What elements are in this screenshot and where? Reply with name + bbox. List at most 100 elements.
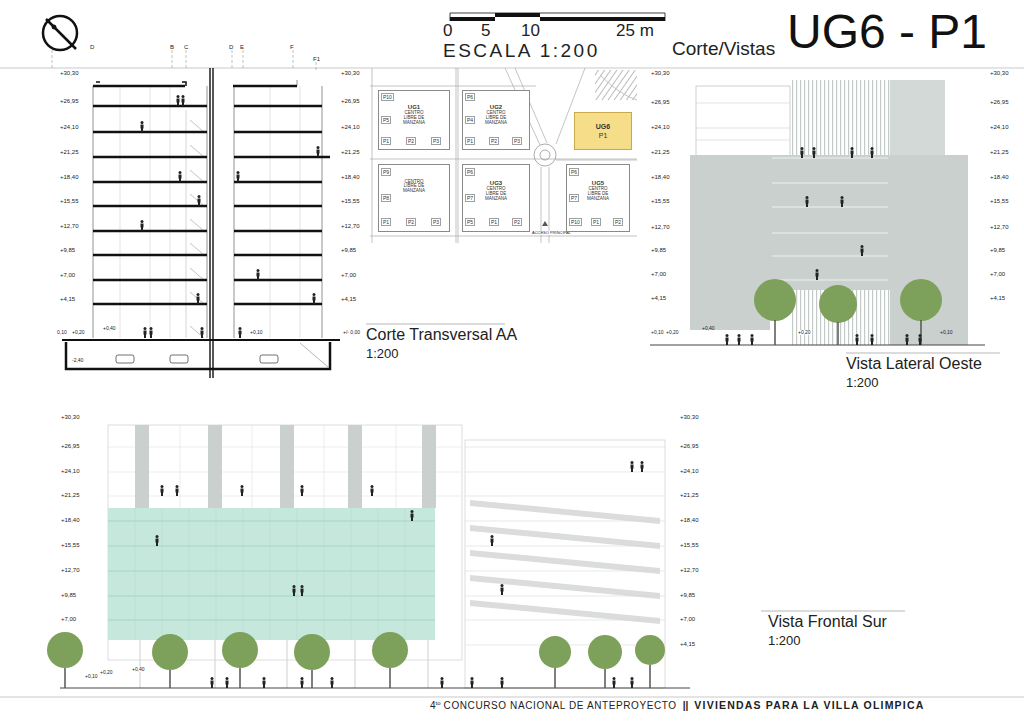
- lot-box: P1: [591, 218, 601, 226]
- block-text: UG3CENTRO LIBRE DE MANZANA: [481, 180, 510, 203]
- section-drawing: [260, 355, 278, 363]
- level-mark: +18,40: [680, 517, 699, 523]
- block-name: UG5: [584, 180, 611, 187]
- block-text: UG5CENTRO LIBRE DE MANZANA: [584, 180, 611, 203]
- section-drawing: [93, 86, 207, 304]
- west-elevation: [841, 196, 844, 207]
- level-mark: +21,25: [651, 149, 670, 155]
- level-mark: +24,10: [341, 124, 360, 130]
- west-elevation: [819, 285, 857, 323]
- lot-label: P2: [408, 219, 414, 225]
- lot-label: P1: [491, 219, 497, 225]
- north-arrow: [46, 19, 76, 49]
- view-title: Corte Transversal AA: [366, 327, 517, 343]
- level-mark: +24,10: [60, 124, 79, 130]
- scale-text: ESCALA 1:200: [443, 41, 600, 60]
- lot-box: P5: [465, 218, 475, 226]
- level-mark: -2,40: [72, 358, 83, 363]
- lot-box: P6: [569, 168, 579, 176]
- lot-label: P2: [408, 138, 414, 144]
- level-mark: +15,55: [341, 198, 360, 204]
- west-elevation: [890, 155, 968, 345]
- block-name: CENTRO LIBRE DE MANZANA: [399, 180, 430, 195]
- south-elevation: [539, 636, 571, 668]
- section-drawing: [144, 327, 147, 338]
- lot-label: P2: [514, 219, 520, 225]
- west-elevation: [919, 334, 922, 345]
- section-drawing: [116, 355, 278, 363]
- level-mark: +7,00: [60, 272, 75, 278]
- south-elevation: [135, 508, 405, 640]
- lot-box: P10: [381, 93, 394, 101]
- south-elevation: [470, 500, 660, 624]
- view-scale: 1:200: [768, 634, 801, 647]
- scale-bar: [540, 17, 665, 21]
- section-drawing: [150, 327, 153, 338]
- level-mark: +0,20: [666, 330, 679, 335]
- level-mark: +7,00: [990, 271, 1005, 277]
- lot-label: P1: [467, 138, 473, 144]
- axis-letter: F1: [313, 56, 320, 62]
- south-elevation: [65, 665, 650, 688]
- west-elevation: [754, 279, 796, 321]
- block-box: UG1CENTRO LIBRE DE MANZANAP10P5P1P2P3: [378, 90, 450, 150]
- level-mark: +26,95: [341, 98, 360, 104]
- section-drawing: [52, 50, 316, 70]
- sheet-frame: [0, 697, 1024, 698]
- view-title: Vista Lateral Oeste: [846, 356, 982, 372]
- level-mark: 0,10: [57, 330, 67, 335]
- block-box: UG2CENTRO LIBRE DE MANZANAP6P4P1P2P3: [462, 90, 530, 150]
- scale-bar: [495, 13, 540, 17]
- level-mark: +12,70: [680, 567, 699, 573]
- level-mark: +0,20: [99, 670, 114, 675]
- south-elevation: [108, 425, 462, 508]
- lot-label: P7: [571, 195, 577, 201]
- level-mark: +9,85: [61, 592, 76, 598]
- west-elevation: [856, 334, 859, 345]
- lot-box: P4: [465, 116, 475, 124]
- south-elevation: [226, 677, 229, 688]
- level-mark: +24,10: [680, 468, 699, 474]
- footer-text: to: [436, 700, 441, 706]
- level-mark: +21,25: [341, 149, 360, 155]
- west-elevation: [801, 147, 804, 158]
- footer: 4toCONCURSO NACIONAL DE ANTEPROYECTO||VI…: [430, 700, 925, 711]
- sheet-frame: [0, 68, 1024, 697]
- west-elevation: [726, 334, 729, 345]
- block-box: UG5CENTRO LIBRE DE MANZANAP6P7P10P1P2: [566, 164, 630, 232]
- level-mark: +21,25: [680, 492, 699, 498]
- level-mark: +12,70: [990, 224, 1009, 230]
- lot-label: P6: [467, 94, 473, 100]
- level-mark: +0,10: [250, 330, 263, 335]
- lot-box: P7: [569, 194, 579, 202]
- west-elevation: [806, 196, 809, 207]
- scale-number: 5: [481, 22, 490, 39]
- south-elevation: [348, 425, 362, 508]
- level-mark: +30,30: [680, 414, 699, 420]
- level-mark: +9,85: [60, 247, 75, 253]
- section-drawing: [198, 195, 201, 206]
- west-elevation: [696, 103, 790, 140]
- section-drawing: [257, 269, 260, 280]
- south-elevation: [501, 677, 504, 688]
- lot-box: P10: [569, 218, 582, 226]
- south-elevation: [470, 500, 660, 524]
- level-mark: +0,10: [651, 330, 664, 335]
- level-mark: +26,95: [61, 443, 80, 449]
- site-plan: [542, 221, 548, 226]
- level-mark: +4,15: [651, 295, 666, 301]
- level-mark: +24,10: [651, 124, 670, 130]
- south-elevation: [501, 584, 504, 595]
- level-mark: +18,40: [651, 174, 670, 180]
- level-mark: +15,55: [990, 198, 1009, 204]
- footer-text: VIVIENDAS PARA LA VILLA OLIMPICA: [694, 700, 924, 711]
- level-mark: +0,40: [131, 667, 146, 672]
- lot-box: P8: [381, 194, 391, 202]
- block-note: CENTRO LIBRE DE MANZANA: [481, 187, 510, 202]
- level-mark: +12,70: [651, 224, 670, 230]
- south-elevation: [208, 425, 222, 508]
- west-elevation: [696, 86, 790, 156]
- south-elevation: [161, 485, 164, 496]
- south-elevation: [465, 447, 665, 645]
- south-elevation: [470, 575, 660, 599]
